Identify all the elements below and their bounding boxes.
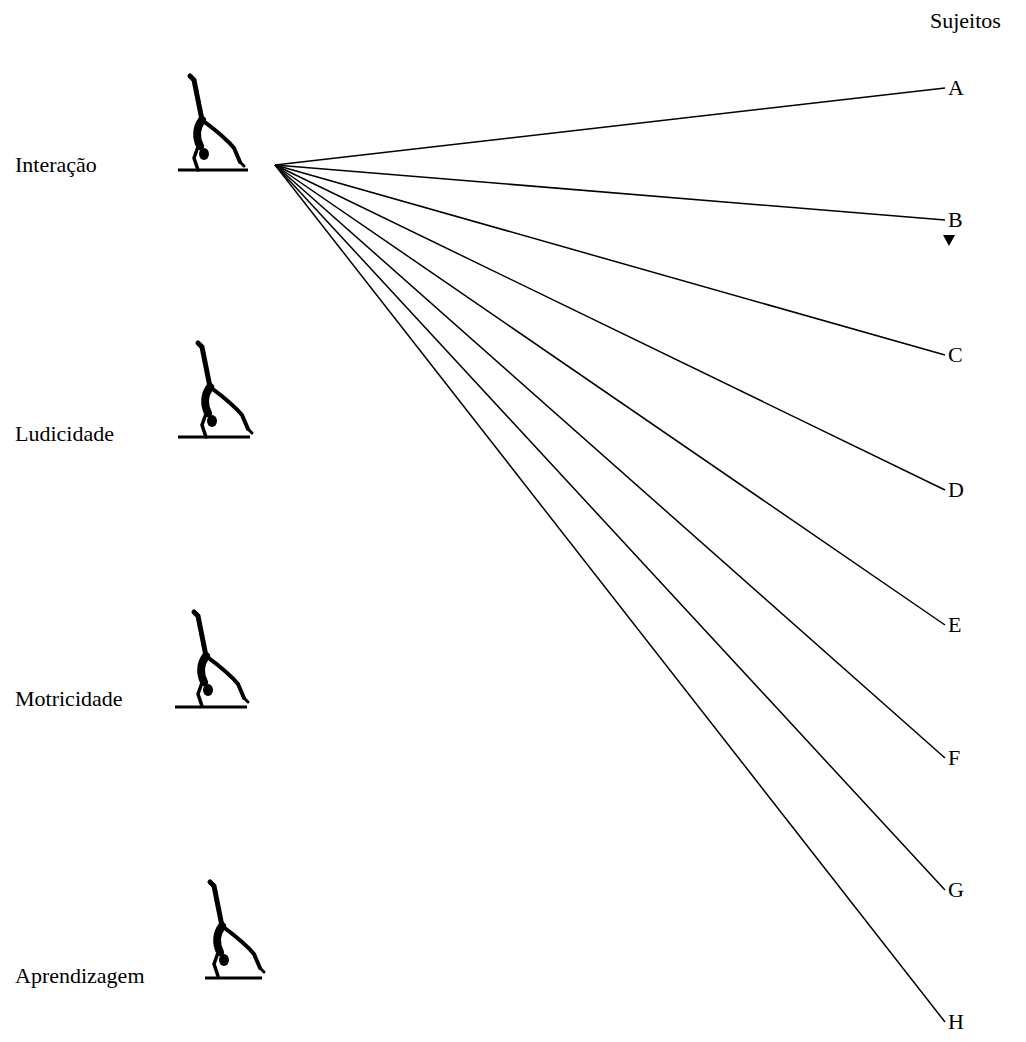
subject-name: C	[948, 342, 963, 368]
connector-line	[275, 165, 945, 355]
connector-line	[275, 165, 945, 490]
subject-letter: C	[948, 342, 963, 368]
category-label: Ludicidade	[10, 345, 255, 445]
subject-letter: F	[948, 745, 960, 771]
gymnast-icon	[175, 612, 248, 707]
subject-letter: D	[948, 477, 964, 503]
subject-name: D	[948, 477, 964, 503]
gymnast-icon	[178, 76, 248, 170]
connector-line	[275, 165, 945, 625]
connector-line	[275, 88, 945, 165]
subject-name: E	[948, 612, 961, 638]
connector-line	[275, 165, 945, 890]
column-heading: Sujeitos	[930, 8, 1001, 34]
connector-line	[275, 165, 945, 1022]
subject-name: F	[948, 745, 960, 771]
subject-letter: B	[948, 207, 963, 233]
category-name: Interação	[15, 152, 275, 178]
triangle-symbol	[943, 235, 955, 246]
category-name: Ludicidade	[15, 421, 255, 447]
subject-letter: E	[948, 612, 961, 638]
subject-letter: G	[948, 877, 964, 903]
category-name: Aprendizagem	[15, 963, 265, 989]
connector-line	[275, 165, 945, 220]
category-label: Interação	[10, 80, 275, 180]
subject-name: H	[948, 1009, 964, 1035]
subject-letter: A	[948, 75, 964, 101]
gymnast-icon	[205, 882, 264, 978]
subject-name: G	[948, 877, 964, 903]
subject-name: B	[948, 207, 963, 233]
subject-name: A	[948, 75, 964, 101]
subject-letter: H	[948, 1009, 964, 1035]
gymnast-icon	[178, 343, 252, 437]
category-name: Motricidade	[15, 686, 255, 712]
connector-line	[275, 165, 945, 758]
category-label: Motricidade	[10, 612, 255, 712]
category-label: Aprendizagem	[10, 885, 265, 985]
